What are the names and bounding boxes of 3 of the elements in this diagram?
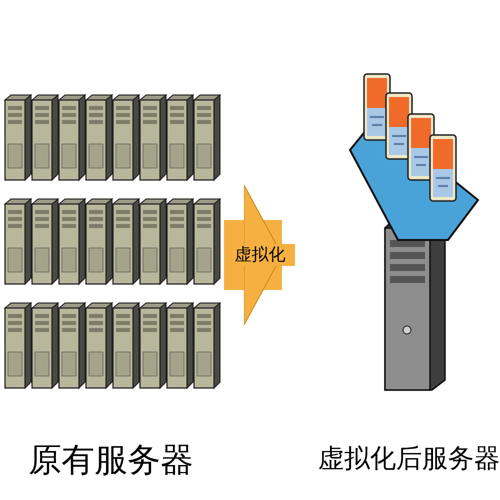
caption-label: 原有服务器	[28, 439, 194, 481]
caption-label: 虚拟化后服务器	[318, 443, 500, 476]
block-arrow	[224, 184, 282, 326]
